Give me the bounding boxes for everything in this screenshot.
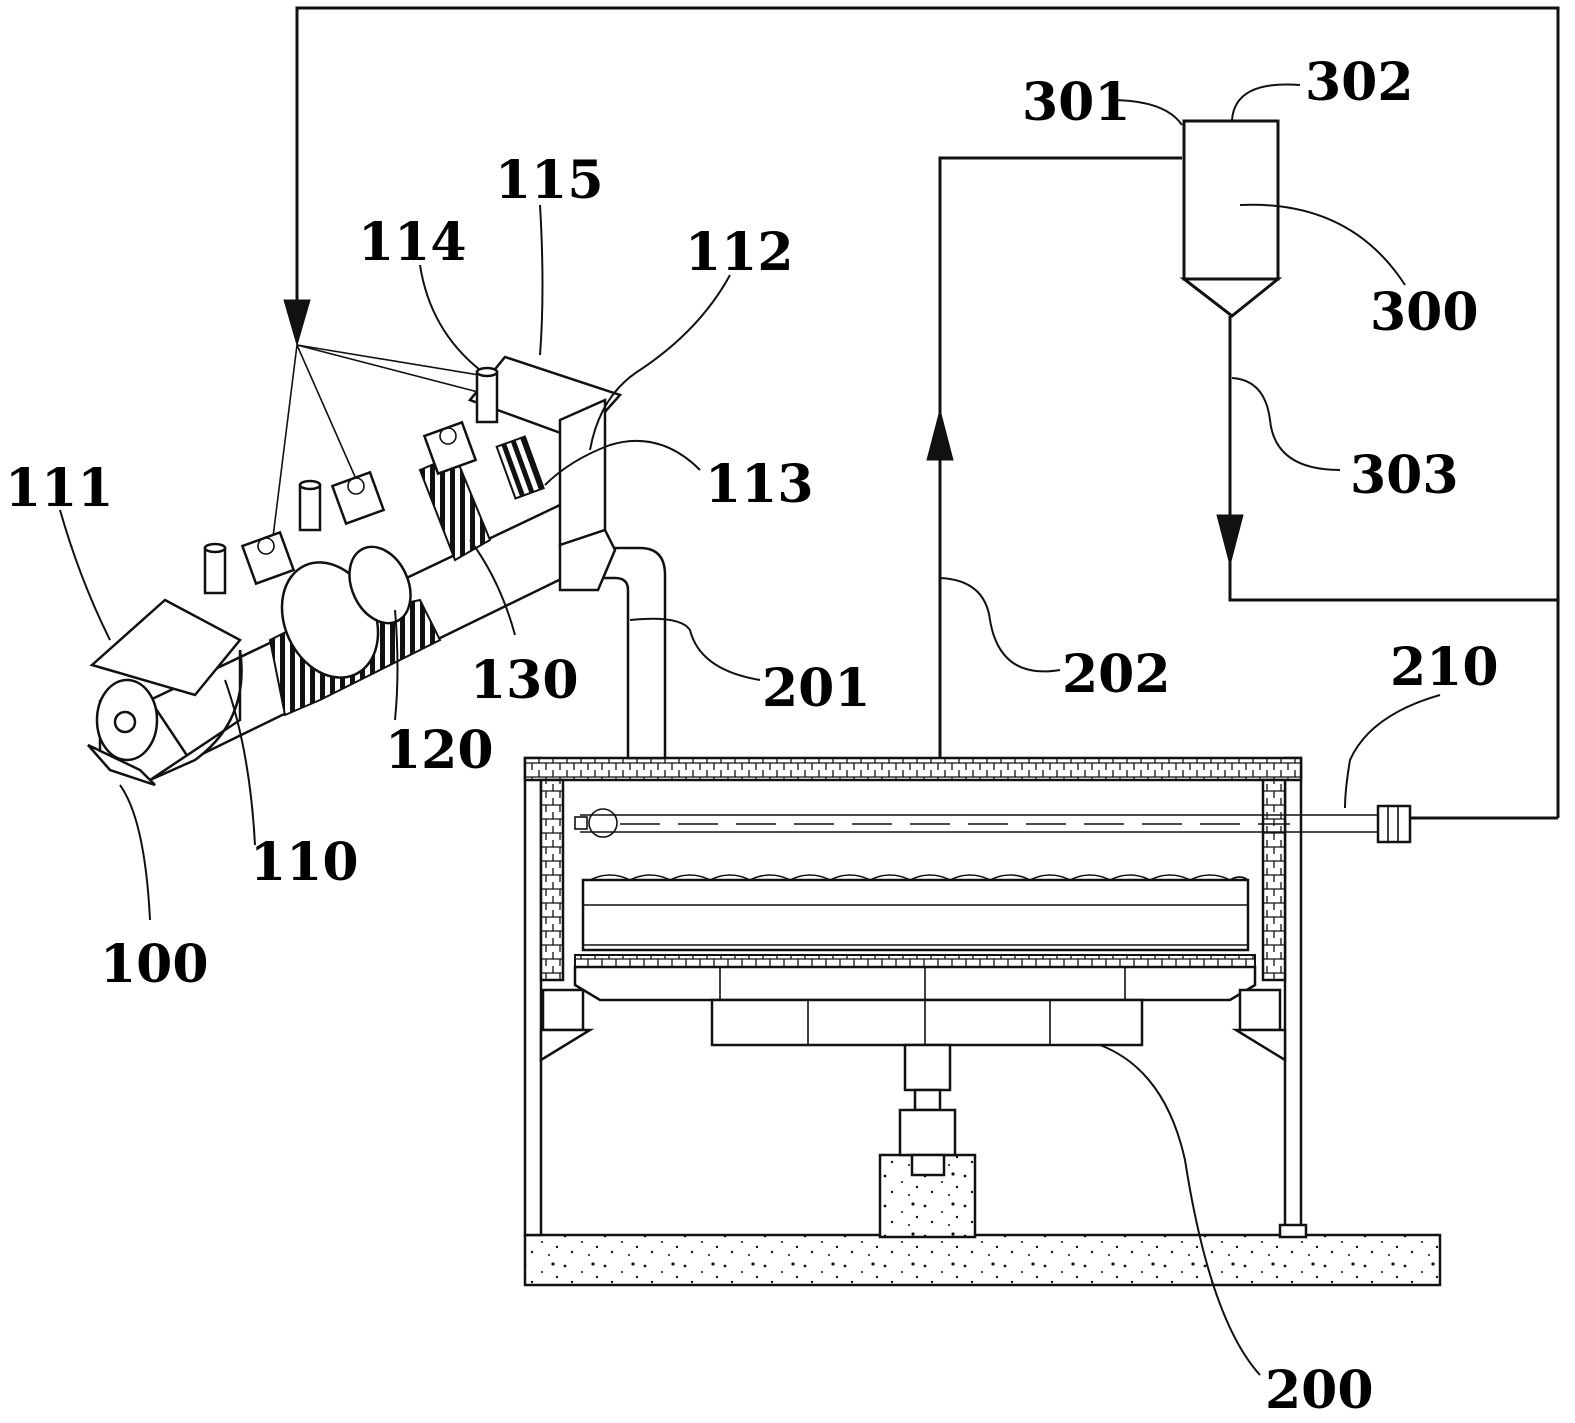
leader-201 — [629, 617, 761, 681]
gear-ring-130 — [418, 453, 492, 562]
leader-112 — [589, 274, 731, 451]
leader-110 — [224, 679, 256, 846]
down-arrow-icon-303 — [1216, 514, 1244, 567]
label-301: 301 — [1022, 72, 1131, 133]
label-115: 115 — [495, 150, 604, 211]
leader-130 — [469, 539, 516, 636]
leader-202 — [939, 577, 1061, 673]
label-201: 201 — [762, 658, 871, 719]
furnace-roof — [523, 756, 1303, 782]
rear-hood-111 — [89, 598, 242, 697]
label-100: 100 — [100, 934, 209, 995]
right-seal — [1238, 988, 1282, 1032]
leader-113 — [544, 439, 701, 486]
label-200: 200 — [1265, 1360, 1374, 1421]
vent-grille-113 — [495, 435, 545, 500]
furnace-200 — [523, 546, 1442, 1287]
right-column-foot — [1278, 1223, 1308, 1239]
right-column — [1283, 756, 1303, 1237]
discharge-chute-100 — [87, 743, 156, 787]
up-arrow-icon — [926, 408, 954, 461]
label-130: 130 — [470, 650, 579, 711]
hearth-support — [710, 998, 1144, 1047]
left-seal — [541, 988, 585, 1032]
rear-end — [98, 649, 243, 782]
leader-200 — [1099, 1044, 1261, 1376]
labels: 100 110 111 112 113 114 115 120 130 200 … — [5, 52, 1499, 1421]
exhaust-line-202 — [938, 156, 1182, 760]
charge-surface — [589, 874, 1249, 881]
left-column — [523, 756, 543, 1237]
leader-301 — [1109, 99, 1183, 126]
label-210: 210 — [1390, 637, 1499, 698]
discharge-line-303 — [1228, 316, 1558, 602]
hearth-plate — [574, 954, 1256, 968]
label-113: 113 — [705, 454, 814, 515]
left-wall — [539, 778, 565, 982]
distribution-line-feed — [296, 344, 479, 393]
down-arrow-icon — [283, 299, 311, 347]
hearth-frame — [573, 965, 1257, 1002]
lance-flange — [1376, 804, 1412, 844]
flow-lines — [271, 6, 1560, 820]
label-302: 302 — [1305, 52, 1414, 113]
nozzle-block-3 — [240, 530, 296, 586]
foundation-slab — [523, 1233, 1442, 1287]
leader-115 — [539, 204, 544, 356]
separator-cone — [1179, 277, 1283, 318]
return-line — [295, 6, 1560, 818]
leader-302 — [1231, 83, 1301, 121]
drive-motor — [898, 1108, 957, 1157]
leader-303 — [1231, 377, 1341, 471]
leader-lines — [59, 83, 1441, 1376]
burner-114 — [475, 370, 499, 424]
label-202: 202 — [1062, 644, 1171, 705]
leader-120 — [394, 609, 399, 721]
separator-300 — [1179, 119, 1283, 318]
label-300: 300 — [1370, 282, 1479, 343]
lance-nozzle — [588, 808, 618, 838]
label-112: 112 — [685, 222, 794, 283]
separator-body — [1182, 119, 1280, 281]
burner-a — [298, 483, 322, 532]
right-wall — [1261, 778, 1287, 982]
leader-210 — [1344, 694, 1441, 809]
leader-300 — [1239, 203, 1406, 286]
hopper-outlet — [558, 528, 617, 592]
label-120: 120 — [385, 720, 494, 781]
leader-100 — [119, 784, 151, 921]
lance-tip — [574, 816, 588, 830]
hearth-charge — [581, 878, 1250, 952]
duct-201 — [596, 546, 667, 760]
label-111: 111 — [5, 458, 114, 519]
label-110: 110 — [250, 832, 359, 893]
label-114: 114 — [358, 212, 467, 273]
leader-111 — [59, 509, 111, 641]
drive-gearbox — [903, 1043, 952, 1092]
rotary-kiln-100 — [87, 355, 623, 787]
nozzle-block-2 — [330, 470, 386, 526]
label-303: 303 — [1350, 445, 1459, 506]
leader-114 — [419, 264, 481, 371]
burner-b — [203, 546, 227, 595]
